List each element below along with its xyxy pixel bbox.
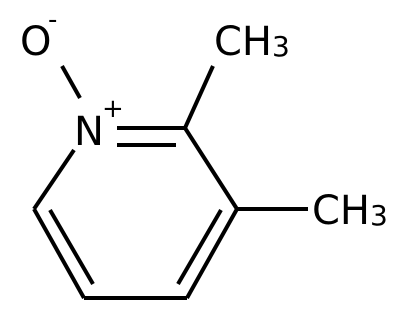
bond-n-c6 bbox=[32, 148, 76, 211]
bond-c6-c5-inner bbox=[48, 208, 95, 286]
bond-c6-c5 bbox=[32, 208, 86, 299]
oxygen-charge: - bbox=[48, 5, 57, 35]
bond-c2-methyl bbox=[183, 65, 215, 129]
atom-nitrogen: N + bbox=[74, 94, 124, 155]
bonds bbox=[32, 65, 308, 300]
bond-c4-c3 bbox=[185, 208, 239, 299]
bond-c3-c2 bbox=[183, 126, 239, 211]
nitrogen-label: N bbox=[74, 109, 104, 155]
methyl-group-right: CH 3 bbox=[312, 188, 388, 234]
nitrogen-charge: + bbox=[102, 94, 124, 124]
methyl-top-subscript: 3 bbox=[272, 30, 290, 63]
methyl-top-label: CH bbox=[214, 19, 272, 65]
methyl-right-subscript: 3 bbox=[370, 199, 388, 232]
bond-o-n bbox=[60, 65, 82, 99]
methyl-right-label: CH bbox=[312, 188, 370, 234]
bond-c4-c3-inner bbox=[176, 208, 223, 286]
oxygen-label: O bbox=[20, 19, 51, 65]
methyl-group-top: CH 3 bbox=[214, 19, 290, 65]
atom-oxygen: O - bbox=[20, 5, 57, 65]
